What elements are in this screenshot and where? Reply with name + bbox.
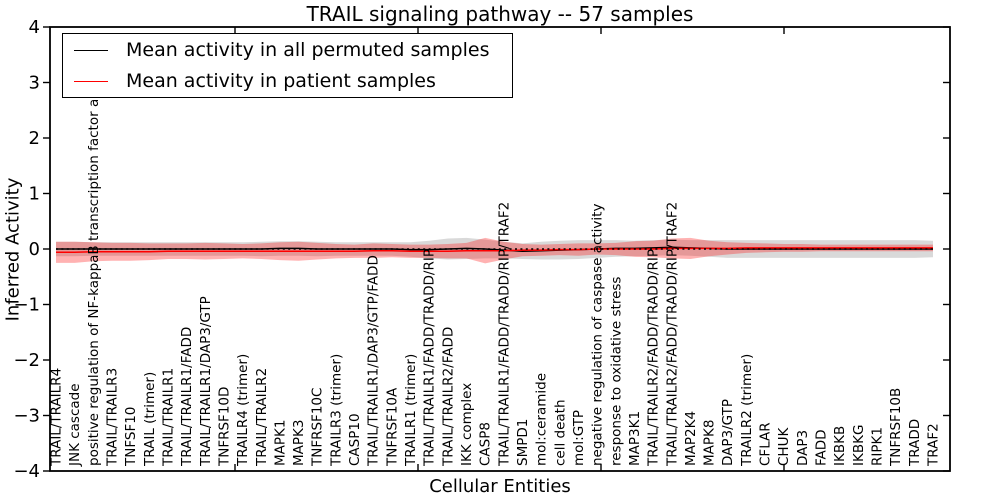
entity-label: TRAIL/TRAILR1/DAP3/GTP <box>198 296 214 467</box>
entity-label: IKBKG <box>851 425 867 466</box>
entity-label: CFLAR <box>758 422 774 466</box>
entity-label: CASP10 <box>347 413 363 466</box>
legend-label: Mean activity in patient samples <box>126 69 436 92</box>
entity-label: TNFRSF10B <box>888 388 904 467</box>
entity-label: TNFRSF10D <box>216 387 232 467</box>
entity-label: DAP3 <box>795 430 811 466</box>
entity-label: TRAIL (trimer) <box>142 372 158 467</box>
legend-label: Mean activity in all permuted samples <box>126 38 490 61</box>
entity-label: CHUK <box>776 427 792 466</box>
y-tick-label: 0 <box>29 239 40 260</box>
entity-label: TRAIL/TRAILR1 <box>161 368 177 467</box>
entity-label: MAP3K1 <box>627 411 643 466</box>
entity-label: TRAIL/TRAILR1/DAP3/GTP/FADD <box>366 255 382 467</box>
entity-label: TNFSF10 <box>123 407 139 467</box>
entity-label: TRAILR1 (trimer) <box>403 354 419 467</box>
entity-label: FADD <box>814 429 830 466</box>
entity-label: IKK complex <box>459 383 475 466</box>
entity-label: MAPK3 <box>291 420 307 466</box>
entity-label: RIPK1 <box>870 427 886 466</box>
entity-label: IKBKB <box>832 426 848 466</box>
entity-label: TRAIL/TRAILR2/FADD/TRADD/RIP <box>646 249 662 467</box>
entity-label: TRAIL/TRAILR2/FADD/TRADD/RIP/TRAF2 <box>664 202 680 467</box>
legend-line-red-icon <box>74 80 108 82</box>
entity-label: TRAIL/TRAILR1/FADD <box>179 327 195 467</box>
y-tick-label: −1 <box>13 295 40 316</box>
entity-label: TNFRSF10C <box>310 388 326 467</box>
entity-label: SMPD1 <box>515 419 531 466</box>
entity-label: TRAIL/TRAILR1/FADD/TRADD/RIP/TRAF2 <box>496 202 512 467</box>
y-tick-label: 4 <box>29 17 40 38</box>
entity-label: TRAILR2 (trimer) <box>739 354 755 467</box>
entity-label: TNFRSF10A <box>384 387 400 467</box>
legend-entry-permuted: Mean activity in all permuted samples <box>74 38 512 62</box>
entity-label: DAP3/GTP <box>720 399 736 466</box>
x-axis-label: Cellular Entities <box>429 476 571 497</box>
entity-label: mol:GTP <box>571 410 587 466</box>
entity-label: TRAIL/TRAILR2 <box>254 368 270 467</box>
y-tick-label: −4 <box>13 461 40 482</box>
entity-label: TRAIL/TRAILR1/FADD/TRADD/RIP <box>422 249 438 467</box>
entity-label: negative regulation of caspase activity <box>590 204 606 466</box>
entity-label: TRAIL/TRAILR3 <box>105 368 121 467</box>
y-tick-label: 3 <box>29 73 40 94</box>
legend-line-black-icon <box>74 49 108 51</box>
entity-label: TRAF2 <box>926 423 942 467</box>
entity-label: CASP8 <box>478 422 494 466</box>
legend: Mean activity in all permuted samples Me… <box>62 33 513 98</box>
entity-label: cell death <box>552 399 568 466</box>
chart-title: TRAIL signaling pathway -- 57 samples <box>306 2 694 26</box>
entity-label: JNK cascade <box>67 383 83 467</box>
y-axis-label: Inferred Activity <box>2 177 24 322</box>
y-tick-label: −3 <box>13 406 40 427</box>
legend-entry-patient: Mean activity in patient samples <box>74 69 512 93</box>
y-tick-label: −2 <box>13 350 40 371</box>
entity-label: MAPK8 <box>702 420 718 466</box>
entity-label: TRADD <box>907 419 923 467</box>
entity-label: MAPK1 <box>272 420 288 466</box>
entity-label: MAP2K4 <box>683 411 699 466</box>
patient-mean-line <box>56 247 933 254</box>
y-tick-label: 2 <box>29 128 40 149</box>
entity-label: TRAILR4 (trimer) <box>235 354 251 467</box>
entity-label: positive regulation of NF-kappaB transcr… <box>86 57 102 466</box>
entity-label: response to oxidative stress <box>608 277 624 466</box>
entity-label: TRAIL/TRAILR4 <box>49 368 65 467</box>
entity-label: mol:ceramide <box>534 373 550 466</box>
entity-label: TRAIL/TRAILR2/FADD <box>440 327 456 467</box>
y-tick-label: 1 <box>29 184 40 205</box>
entity-label: TRAILR3 (trimer) <box>328 354 344 467</box>
